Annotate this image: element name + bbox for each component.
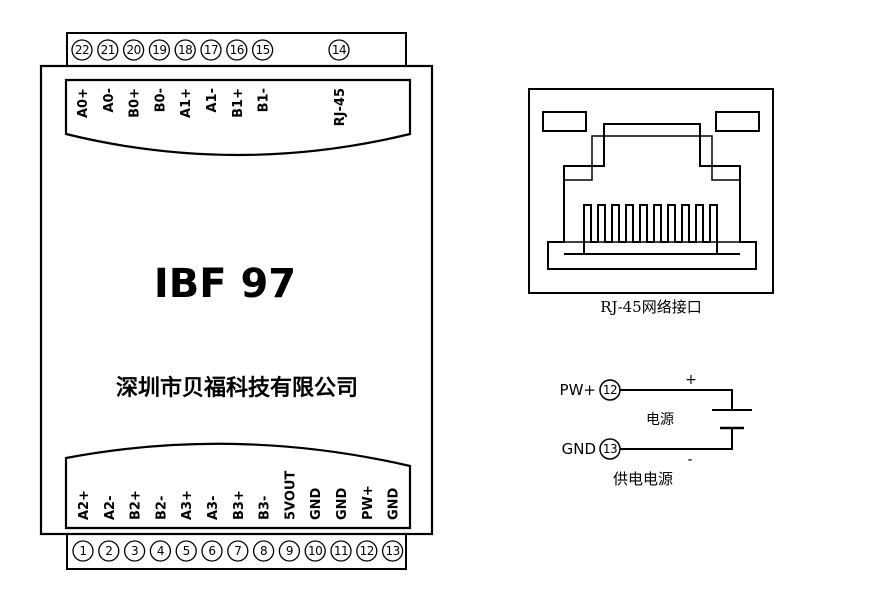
terminal-label: GND: [335, 487, 350, 520]
terminal-label: A3+: [180, 490, 195, 520]
terminal-label: A0+: [76, 88, 91, 118]
minus-sign: -: [687, 452, 692, 468]
terminal-number: 5: [183, 544, 190, 558]
terminal-circle: [356, 540, 378, 562]
rj45-led-left: [542, 111, 587, 132]
terminal-label: A2+: [77, 490, 92, 520]
top-label-panel: [64, 78, 412, 157]
terminal-label: A0-: [102, 88, 117, 113]
terminal-label: B2-: [154, 496, 169, 520]
terminal-label: GND: [387, 487, 402, 520]
terminal-circle: [328, 39, 350, 61]
terminal-number: 2: [105, 544, 112, 558]
terminal-label: A1+: [179, 88, 194, 118]
terminal-number: 4: [157, 544, 164, 558]
rj45-port: RJ-45网络接口: [528, 88, 774, 316]
terminal-circle: [148, 39, 171, 61]
rj45-contact-pins: [583, 204, 718, 254]
gnd-label: GND: [562, 440, 596, 458]
bottom-label-panel: [64, 442, 412, 530]
terminal-circle: [226, 39, 248, 61]
terminal-number: 19: [152, 43, 166, 57]
power-circuit: PW+ 12 GND 13 + - 电源 供电电源: [560, 372, 752, 488]
terminal-label: B1-: [257, 88, 272, 112]
terminal-label: RJ-45: [333, 88, 348, 126]
terminal-label: 5VOUT: [283, 471, 298, 520]
terminal-number: 12: [360, 544, 374, 558]
terminal-number: 15: [255, 43, 269, 57]
terminal-circle: [122, 39, 145, 61]
power-caption: 供电电源: [613, 470, 673, 488]
pw-terminal-number: 12: [603, 383, 617, 397]
terminal-label: B2+: [129, 490, 144, 520]
bottom-terminals: 1 A2+ 2 A2- 3 B2+ 4 B2- 5 A3+ 6 A3- 7 B3+ 8 B3- 9 5VOUT 10…: [72, 471, 404, 562]
terminal-label: B0+: [128, 88, 143, 118]
terminal-circle: [98, 540, 120, 562]
terminal-circle: [304, 540, 326, 562]
plus-sign: +: [685, 372, 697, 388]
terminal-label: A1-: [205, 88, 220, 113]
terminal-number: 18: [178, 43, 192, 57]
terminal-number: 1: [79, 544, 86, 558]
terminal-number: 14: [332, 43, 346, 57]
terminal-circle: [123, 540, 146, 562]
terminal-number: 20: [126, 43, 140, 57]
module: IBF 97 深圳市贝福科技有限公司 22A0+21A0-20B0+19B0-1…: [39, 32, 434, 570]
terminal-circle: [174, 39, 196, 61]
terminal-circle: [200, 39, 222, 61]
negative-wire: [620, 428, 733, 450]
terminal-circle: [175, 540, 197, 562]
positive-wire: [620, 389, 733, 410]
company-name: 深圳市贝福科技有限公司: [116, 375, 358, 401]
terminal-number: 10: [308, 544, 322, 558]
terminal-circle: [72, 540, 94, 562]
terminal-number: 22: [75, 43, 89, 57]
terminal-label: B1+: [231, 88, 246, 118]
rj45-caption: RJ-45网络接口: [600, 298, 701, 316]
terminal-label: B3+: [232, 490, 247, 520]
terminal-circle: [97, 39, 119, 61]
terminal-circle: [251, 39, 274, 61]
terminal-number: 9: [286, 544, 293, 558]
rj45-socket-inner: [563, 135, 741, 243]
gnd-terminal-number: 13: [603, 442, 617, 456]
terminal-number: 17: [204, 43, 218, 57]
terminal-number: 3: [131, 544, 138, 558]
terminal-circle: [201, 540, 223, 562]
terminal-circle: [71, 39, 93, 61]
terminal-number: 16: [230, 43, 244, 57]
pw-plus-label: PW+: [560, 381, 596, 399]
power-source-label: 电源: [646, 412, 674, 428]
model-name: IBF 97: [154, 261, 296, 307]
terminal-number: 21: [101, 43, 115, 57]
terminal-label: A3-: [206, 495, 221, 520]
terminal-number: 13: [385, 544, 399, 558]
terminal-number: 8: [260, 544, 267, 558]
terminal-label: GND: [309, 487, 324, 520]
terminal-circle: [278, 540, 301, 562]
terminal-circle: [330, 540, 352, 562]
terminal-circle: [381, 540, 404, 562]
terminal-number: 11: [334, 544, 348, 558]
terminal-circle: [149, 540, 172, 562]
rj45-led-right: [715, 111, 760, 132]
terminal-number: 6: [208, 544, 215, 558]
terminal-circle: [252, 540, 275, 562]
terminal-label: B0-: [153, 88, 168, 112]
terminal-label: PW+: [361, 485, 376, 520]
terminal-label: B3-: [258, 496, 273, 520]
terminal-label: A2-: [103, 495, 118, 520]
terminal-circle: [227, 540, 249, 562]
terminal-number: 7: [234, 544, 241, 558]
